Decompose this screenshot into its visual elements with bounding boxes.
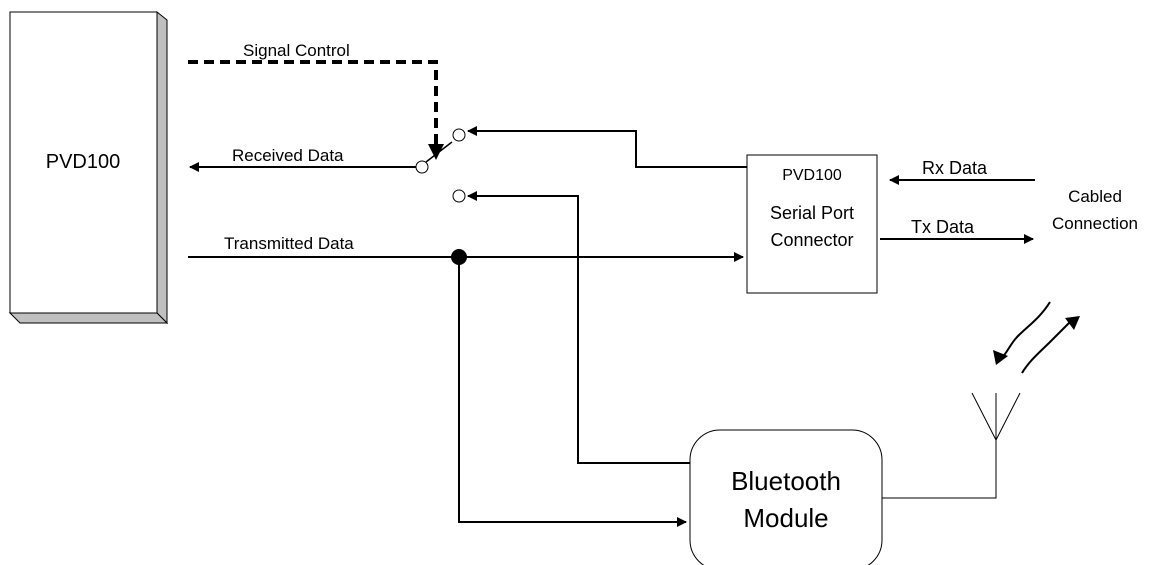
transmitted-data-label: Transmitted Data: [224, 234, 354, 253]
received-data-line: Received Data: [189, 146, 417, 172]
box-side-face: [156, 10, 168, 325]
wireless-signal-down-arrowhead: [993, 350, 1008, 365]
wireless-signal-down: [999, 301, 1051, 361]
bluetooth-module-line2: Module: [743, 503, 828, 533]
switch-lever: [425, 141, 453, 163]
transmitted-data-line: Transmitted Data: [188, 234, 744, 527]
wireless-signal-up-arrowhead: [1065, 316, 1080, 330]
wireless-signal-up: [1021, 321, 1071, 374]
switch-pivot-contact: [415, 160, 429, 174]
tx-data-line: Tx Data: [880, 217, 1034, 244]
pvd100-label: PVD100: [46, 151, 121, 173]
serial-port-box: [746, 154, 878, 294]
antenna-left-arm: [971, 392, 997, 441]
antenna-icon: [882, 392, 1021, 499]
transmitted-to-bluetooth-line: [458, 257, 687, 527]
switch-contact-bluetooth: [452, 189, 466, 203]
bluetooth-module-box: [689, 429, 883, 565]
bluetooth-module-line1: Bluetooth: [731, 466, 841, 496]
signal-control-line: Signal Control: [188, 41, 444, 160]
bluetooth-module: Bluetooth Module: [689, 429, 883, 565]
bluetooth-to-switch-line: [467, 191, 690, 464]
serial-port-line3: Connector: [770, 230, 853, 250]
antenna-feed-line: [882, 440, 997, 499]
serial-port-line2: Serial Port: [770, 203, 854, 223]
antenna-right-arm: [995, 392, 1021, 441]
rx-data-label: Rx Data: [922, 158, 988, 178]
cabled-connection: Cabled Connection: [1052, 187, 1138, 233]
box-bottom-face: [8, 312, 169, 324]
signal-control-label: Signal Control: [243, 41, 350, 60]
cabled-connection-line2: Connection: [1052, 214, 1138, 233]
wireless-signal-icon: [993, 301, 1080, 374]
cabled-connection-line1: Cabled: [1068, 187, 1122, 206]
rx-data-line: Rx Data: [889, 158, 1035, 185]
received-data-label: Received Data: [232, 146, 344, 165]
serial-port-connector: PVD100 Serial Port Connector: [746, 154, 878, 294]
box-front-face: [9, 11, 158, 314]
serial-to-switch-line: [467, 126, 747, 168]
tx-data-label: Tx Data: [911, 217, 975, 237]
signal-control-arrowhead: [428, 144, 444, 160]
switch-contact-serial: [452, 128, 466, 142]
serial-port-line1: PVD100: [782, 167, 842, 184]
pvd100-device-box: PVD100: [8, 10, 169, 325]
switch: [415, 128, 466, 203]
